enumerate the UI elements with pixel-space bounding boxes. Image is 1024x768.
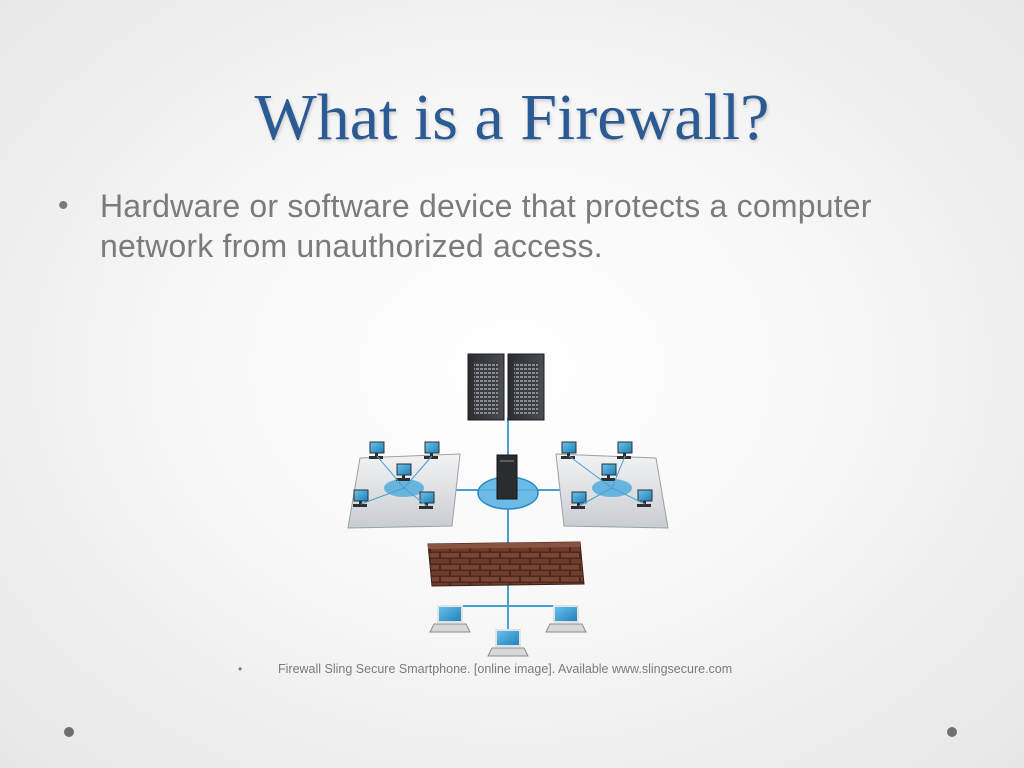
workstation-icon: [418, 491, 435, 510]
router-icon: [477, 454, 539, 510]
laptop-icon: [429, 605, 471, 633]
workstation-group-left: [347, 441, 461, 529]
laptop-icon: [545, 605, 587, 633]
bullet-list: • Hardware or software device that prote…: [58, 186, 958, 266]
firewall-wall-icon: [427, 541, 585, 587]
laptop-icon: [487, 629, 529, 657]
workstation-icon: [352, 489, 369, 508]
workstation-icon: [600, 463, 617, 482]
workstation-group-right: [555, 441, 669, 529]
bullet-text: Hardware or software device that protect…: [100, 188, 872, 264]
firewall-network-illustration: [347, 353, 669, 657]
bullet-marker: •: [58, 189, 69, 222]
bullet-item: • Hardware or software device that prote…: [58, 186, 958, 266]
workstation-icon: [368, 441, 385, 460]
corner-dot-right: [947, 727, 957, 737]
caption-marker: •: [238, 662, 243, 676]
workstation-icon: [395, 463, 412, 482]
caption-text: Firewall Sling Secure Smartphone. [onlin…: [278, 662, 733, 676]
workstation-icon: [636, 489, 653, 508]
workstation-icon: [560, 441, 577, 460]
workstation-icon: [570, 491, 587, 510]
slide-title: What is a Firewall?: [254, 81, 770, 154]
corner-dot-left: [64, 727, 74, 737]
network-lines: [449, 418, 567, 633]
server-rack-icon: [467, 353, 545, 421]
